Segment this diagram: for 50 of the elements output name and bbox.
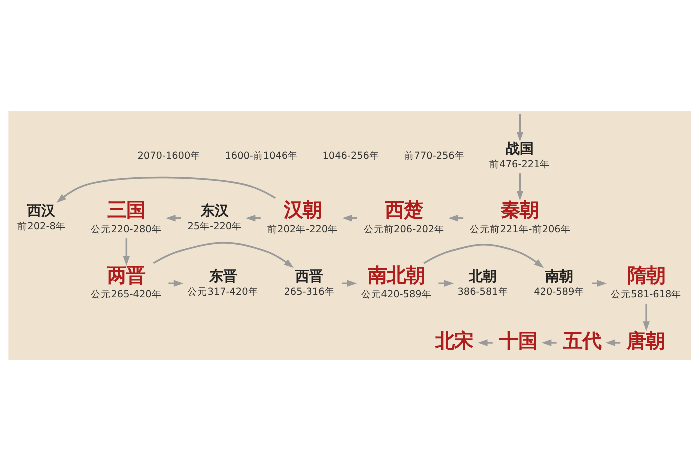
- node-text: 西汉: [28, 203, 56, 220]
- arrow: [516, 173, 524, 200]
- node-text: 秦朝: [501, 198, 540, 222]
- arrow: [448, 214, 464, 222]
- node-text: 五代: [563, 328, 602, 352]
- node-text: 汉朝: [284, 198, 322, 222]
- node-label: 公元420-589年: [361, 289, 432, 300]
- node-label: 公元317-420年: [188, 286, 258, 298]
- node-text: 东汉: [200, 203, 229, 220]
- node-text: 战国: [506, 140, 534, 157]
- node-text: 唐朝: [627, 328, 666, 352]
- arrow: [424, 244, 544, 268]
- arrow: [478, 339, 493, 346]
- node-text: 南北朝: [368, 263, 425, 286]
- node-label: 265-316年: [284, 286, 335, 298]
- label: 2070-1600年: [138, 150, 201, 162]
- node-label: 公元前221年-前206年: [470, 224, 571, 235]
- arrow: [342, 214, 358, 222]
- node-text: 西楚: [385, 198, 424, 222]
- node-text: 北朝: [469, 268, 498, 284]
- node-text: 三国: [108, 198, 146, 222]
- node-label: 公元220-280年: [91, 224, 162, 235]
- arrow: [516, 114, 524, 142]
- arrow: [153, 242, 294, 268]
- node-label: 前202年-220年: [268, 224, 338, 235]
- node-text: 北宋: [436, 328, 474, 352]
- arrow: [643, 303, 650, 331]
- node-label: 前202-8年: [18, 221, 66, 232]
- arrow: [246, 214, 261, 222]
- arrow: [166, 214, 182, 222]
- node-label: 386-581年: [458, 286, 508, 298]
- node-label: 公元前206-202年: [364, 224, 445, 235]
- node-text: 南朝: [546, 268, 574, 284]
- label: 1600-前1046年: [225, 150, 298, 162]
- node-text: 东晋: [209, 268, 238, 284]
- arrow: [542, 339, 557, 346]
- node-label: 公元265-420年: [91, 289, 162, 300]
- arrow: [123, 238, 130, 266]
- node-text: 两晋: [108, 263, 146, 286]
- node-text: 隋朝: [627, 263, 666, 286]
- label: 1046-256年: [322, 150, 380, 162]
- node-label: 420-589年: [534, 286, 585, 298]
- node-label: 公元581-618年: [611, 289, 682, 300]
- arrow: [56, 176, 276, 203]
- node-text: 十国: [499, 328, 538, 352]
- node-text: 西晋: [296, 268, 324, 284]
- node-label: 25年-220年: [188, 221, 242, 232]
- arrow: [606, 339, 621, 346]
- node-label: 前476-221年: [490, 159, 550, 170]
- label: 前770-256年: [404, 150, 465, 162]
